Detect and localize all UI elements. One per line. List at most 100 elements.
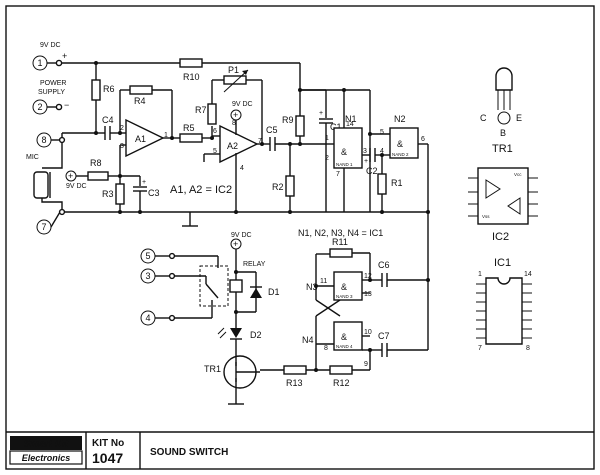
gate-n4-label: N4 (302, 335, 314, 345)
opamp-a1-label: A1 (135, 134, 146, 144)
svg-text:3: 3 (120, 143, 124, 150)
svg-text:+: + (142, 179, 146, 186)
gate-n1-label: N1 (345, 114, 357, 124)
svg-text:&: & (397, 139, 403, 149)
supply-plus-terminal (55, 59, 63, 67)
gate-ic-note: N1, N2, N3, N4 = IC1 (298, 228, 383, 238)
microphone-icon (33, 171, 49, 199)
opamp-a1 (125, 118, 165, 158)
c4-label: C4 (102, 115, 114, 125)
terminal-2-label: 2 (37, 102, 42, 112)
c5-label: C5 (266, 125, 278, 135)
svg-text:+: + (68, 171, 73, 181)
svg-text:1: 1 (325, 135, 329, 142)
svg-text:3: 3 (363, 148, 367, 155)
svg-text:6: 6 (213, 128, 217, 135)
svg-text:Vss: Vss (482, 214, 490, 219)
resistor-r12 (329, 365, 353, 375)
svg-text:C: C (480, 113, 487, 123)
mic-label: MIC (26, 154, 39, 161)
r12-label: R12 (333, 378, 350, 388)
svg-text:E: E (516, 113, 522, 123)
r13-label: R13 (286, 378, 303, 388)
ic1-pinout-label: IC1 (494, 257, 511, 269)
ic2-outline (477, 167, 529, 225)
r6-label: R6 (103, 84, 115, 94)
ic2-opamp-2-icon (507, 197, 521, 215)
sheet-border (5, 5, 595, 470)
resistor-r8 (87, 171, 109, 181)
tr1-pinout-label: TR1 (492, 143, 513, 155)
svg-text:10: 10 (364, 329, 372, 336)
relay-contact-box (199, 265, 229, 307)
resistor-r1 (377, 173, 387, 195)
a2-supply-label: 9V DC (232, 101, 253, 108)
svg-text:14: 14 (346, 121, 354, 128)
svg-text:3: 3 (145, 271, 150, 281)
resistor-r5 (179, 133, 203, 143)
svg-text:7: 7 (336, 171, 340, 178)
svg-text:8: 8 (232, 120, 236, 127)
c2-label: C2 (366, 166, 378, 176)
r8-label: R8 (90, 158, 102, 168)
resistor-r6 (91, 79, 101, 101)
c3-label: C3 (148, 188, 160, 198)
terminal-8-label: 8 (41, 135, 46, 145)
r8-supply-label: 9V DC (66, 183, 87, 190)
nand-gate-n1 (333, 127, 363, 169)
svg-text:+: + (364, 158, 368, 165)
kit-number: 1047 (92, 450, 123, 466)
svg-text:+: + (233, 110, 238, 120)
transistor-pinout-icon (495, 67, 513, 91)
logo-line-2: Electronics (22, 453, 71, 463)
resistor-r9 (295, 115, 305, 137)
r5-label: R5 (183, 123, 195, 133)
r11-label: R11 (332, 237, 348, 247)
svg-text:13: 13 (364, 291, 372, 298)
svg-text:8: 8 (526, 345, 530, 352)
svg-text:&: & (341, 282, 347, 292)
svg-text:+: + (233, 239, 238, 249)
svg-text:2: 2 (120, 125, 124, 132)
c1-label: C1 (330, 122, 342, 132)
resistor-r3 (115, 183, 125, 205)
r9-label: R9 (282, 115, 294, 125)
supply-minus-terminal (55, 103, 63, 111)
svg-text:B: B (500, 128, 506, 138)
svg-text:4: 4 (380, 148, 384, 155)
svg-text:&: & (341, 332, 347, 342)
c6-label: C6 (378, 260, 390, 270)
brand-logo (10, 436, 82, 450)
ic1-outline (485, 277, 523, 345)
ic2-opamp-1-icon (485, 179, 501, 199)
svg-text:5: 5 (213, 148, 217, 155)
c7-label: C7 (378, 331, 390, 341)
supply-voltage-label: 9V DC (40, 42, 61, 49)
r1-label: R1 (391, 178, 403, 188)
svg-text:NAND 1: NAND 1 (336, 162, 353, 167)
opamp-a2 (219, 124, 259, 164)
resistor-r10 (179, 58, 203, 68)
relay-coil (229, 279, 243, 293)
nand-gate-n4 (333, 321, 363, 351)
supply-plus-sign: + (62, 51, 67, 61)
ic1-pins (476, 283, 532, 339)
relay-label: RELAY (243, 261, 266, 268)
logo-line-1: Smart Kit (24, 439, 69, 450)
opamp-a2-label: A2 (227, 141, 238, 151)
svg-text:11: 11 (320, 278, 327, 285)
resistor-r7 (207, 103, 217, 125)
svg-text:12: 12 (364, 273, 372, 280)
svg-text:5: 5 (145, 251, 150, 261)
svg-text:1: 1 (164, 132, 168, 139)
gate-n3-label: N3 (306, 282, 318, 292)
r10-label: R10 (183, 72, 200, 82)
svg-text:NAND 3: NAND 3 (336, 294, 353, 299)
led-d2 (230, 328, 242, 338)
d1-label: D1 (268, 287, 280, 297)
kit-name: SOUND SWITCH (150, 447, 228, 458)
kit-number-label: KIT No (92, 438, 124, 449)
svg-text:+: + (319, 110, 323, 117)
